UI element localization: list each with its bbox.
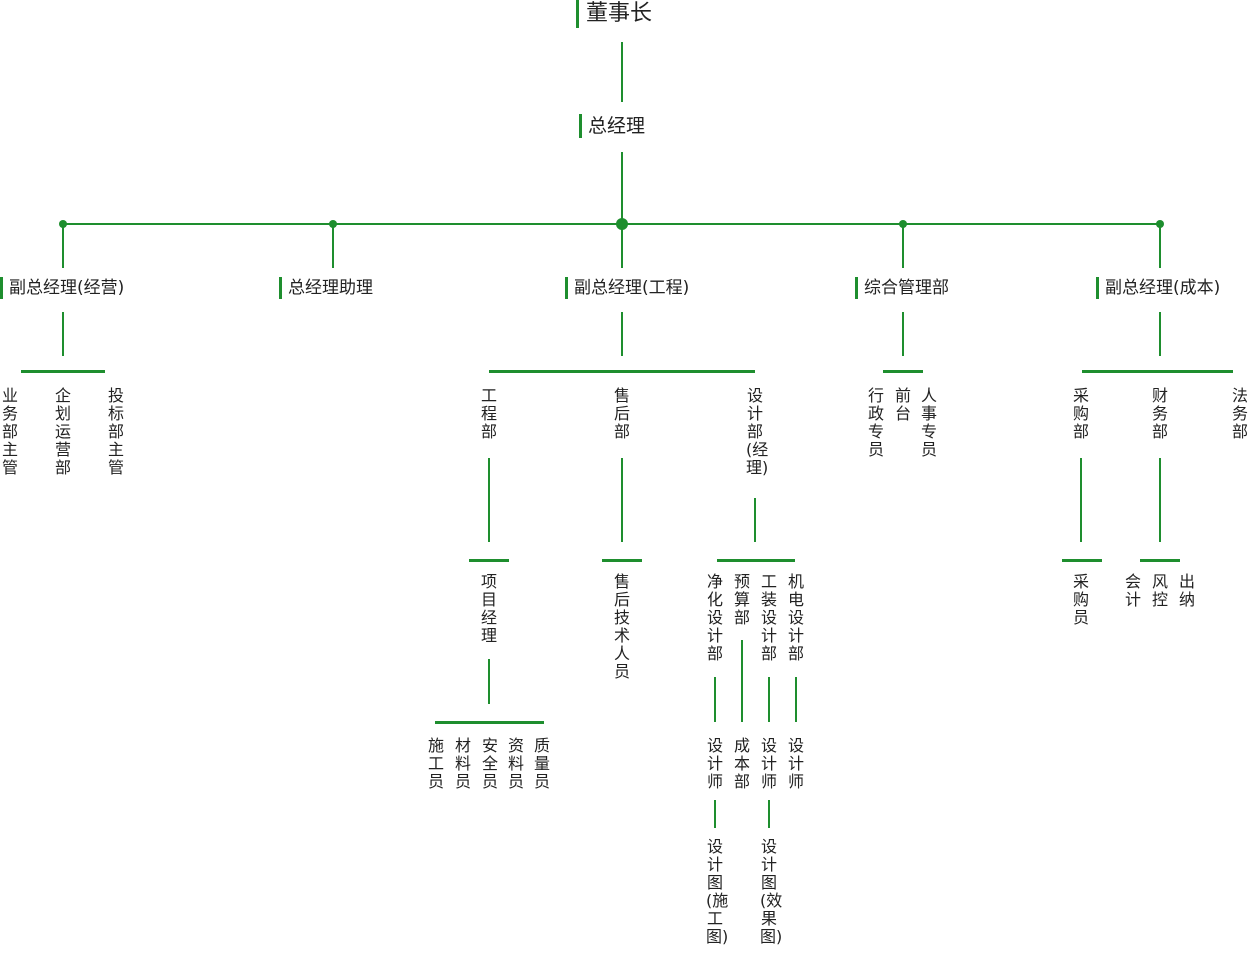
line-after-sales-down — [621, 458, 623, 542]
node-designer-2: 设计师 — [760, 736, 777, 791]
line-admin-down — [902, 312, 904, 356]
node-after-sales-tech: 售后技术人员 — [613, 572, 630, 681]
line-budget-down — [741, 640, 743, 722]
node-purchaser: 采购员 — [1072, 572, 1089, 627]
line-drop-vp-engineering — [621, 224, 623, 268]
node-designer-1: 设计师 — [706, 736, 723, 791]
line-mep-down — [795, 677, 797, 722]
line-chairman-gm — [621, 42, 623, 102]
node-hr-staff: 人事专员 — [920, 386, 937, 459]
line-engineering-dept-down — [488, 458, 490, 542]
bar-finance — [1140, 559, 1180, 562]
node-finance-dept: 财务部 — [1151, 386, 1168, 441]
node-business-dept-head: 业务部主管 — [1, 386, 18, 477]
line-project-manager-down — [488, 659, 490, 704]
node-chairman: 董事长 — [576, 0, 652, 28]
bar-site-staff — [435, 721, 544, 724]
node-admin-staff: 行政专员 — [867, 386, 884, 459]
node-budget-dept: 预算部 — [733, 572, 750, 627]
node-site-staff-4: 资料员 — [507, 736, 524, 791]
line-vp-cost-down — [1159, 312, 1161, 356]
node-site-staff-5: 质量员 — [533, 736, 550, 791]
node-general-manager: 总经理 — [579, 114, 645, 138]
node-design-dept: 设计部(经理) — [746, 386, 769, 477]
node-construction-drawings: 设计图(施工图) — [706, 837, 729, 946]
node-risk-control: 风控 — [1151, 572, 1168, 609]
line-designer1-down — [714, 800, 716, 828]
node-purchasing-dept: 采购部 — [1072, 386, 1089, 441]
bar-engineering — [489, 370, 755, 373]
node-cost-dept: 成本部 — [733, 736, 750, 791]
bar-admin — [883, 370, 923, 373]
bar-project-manager — [469, 559, 509, 562]
line-purchasing-down — [1080, 458, 1082, 542]
bar-after-sales-tech — [602, 559, 642, 562]
bar-operations — [21, 370, 105, 373]
bar-cost — [1082, 370, 1233, 373]
line-design-dept-down — [754, 498, 756, 542]
node-site-staff-1: 施工员 — [427, 736, 444, 791]
node-reception: 前台 — [894, 386, 911, 423]
node-planning-ops-dept: 企划运营部 — [54, 386, 71, 477]
node-bidding-dept-head: 投标部主管 — [107, 386, 124, 477]
line-drop-vp-cost — [1159, 224, 1161, 268]
node-render-drawings: 设计图(效果图) — [760, 837, 783, 946]
line-designer2-down — [768, 800, 770, 828]
node-designer-3: 设计师 — [787, 736, 804, 791]
line-fitout-down — [768, 677, 770, 722]
line-main-bus — [62, 223, 1160, 225]
line-drop-admin-dept — [902, 224, 904, 268]
node-gm-assistant: 总经理助理 — [279, 277, 373, 299]
node-admin-dept: 综合管理部 — [855, 277, 949, 299]
node-project-manager: 项目经理 — [480, 572, 497, 645]
line-drop-gm-assistant — [332, 224, 334, 268]
bar-purchasing — [1062, 559, 1102, 562]
node-clean-design: 净化设计部 — [706, 572, 723, 663]
node-cashier: 出纳 — [1178, 572, 1195, 609]
node-site-staff-3: 安全员 — [481, 736, 498, 791]
node-fitout-design: 工装设计部 — [760, 572, 777, 663]
node-vp-engineering: 副总经理(工程) — [565, 277, 689, 299]
node-legal-dept: 法务部 — [1231, 386, 1248, 441]
line-finance-down — [1159, 458, 1161, 542]
node-vp-operations: 副总经理(经营) — [0, 277, 124, 299]
line-gm-bus — [621, 152, 623, 224]
node-site-staff-2: 材料员 — [454, 736, 471, 791]
line-vp-operations-down — [62, 312, 64, 356]
bar-design-subs — [717, 559, 795, 562]
node-mep-design: 机电设计部 — [787, 572, 804, 663]
line-drop-vp-operations — [62, 224, 64, 268]
node-accountant: 会计 — [1124, 572, 1141, 609]
node-engineering-dept: 工程部 — [480, 386, 497, 441]
line-vp-engineering-down — [621, 312, 623, 356]
line-clean-design-down — [714, 677, 716, 722]
node-after-sales-dept: 售后部 — [613, 386, 630, 441]
node-vp-cost: 副总经理(成本) — [1096, 277, 1220, 299]
